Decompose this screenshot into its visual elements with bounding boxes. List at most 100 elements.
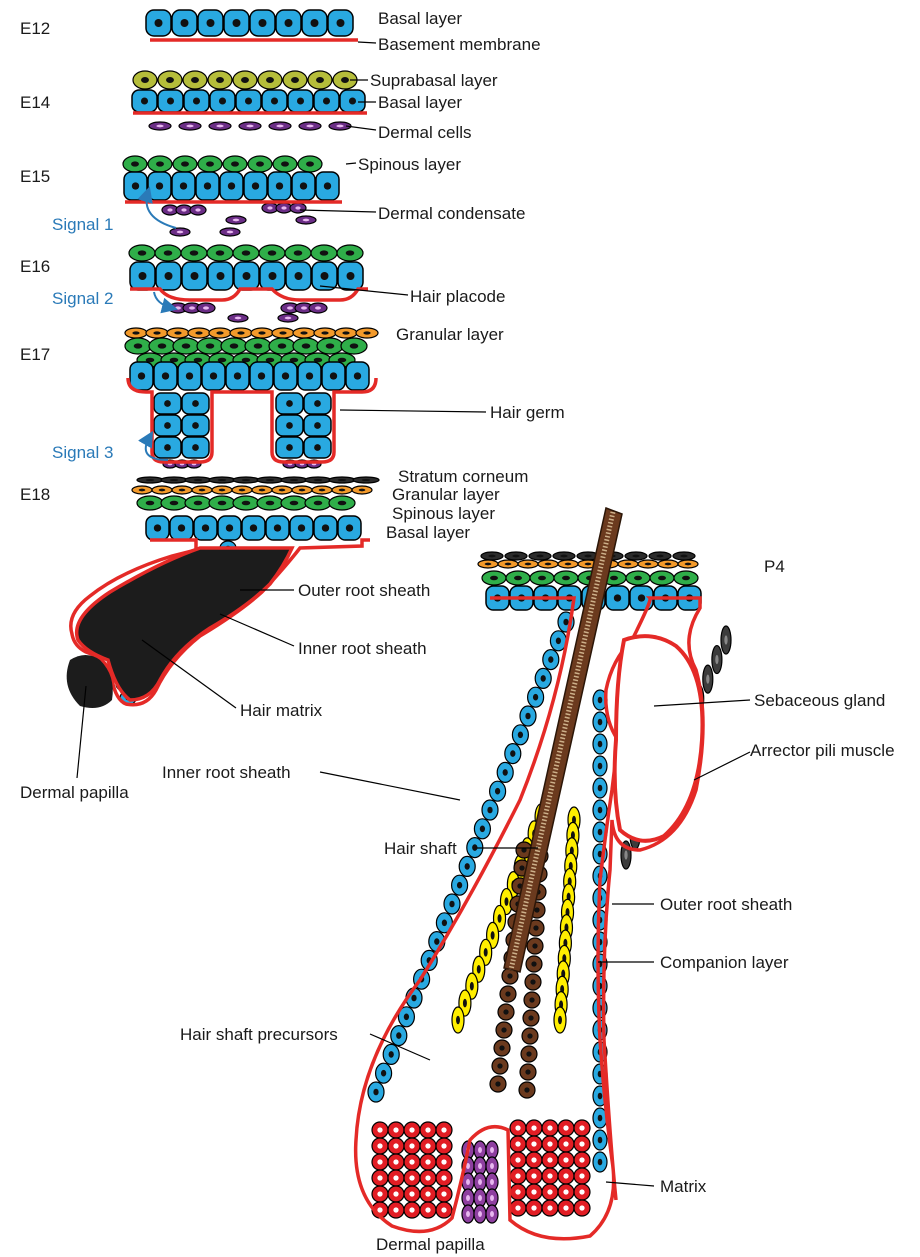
e15-dermal-cell-nucleus [281,206,286,209]
e12-basal-cell-nucleus [155,19,163,27]
label-p4-hair-shaft: Hair shaft [384,839,457,858]
p4-corneum-cell-nucleus [632,555,639,558]
p4-matrix-cell-nucleus [393,1191,398,1196]
label-e18-basal-layer: Basal layer [386,523,470,542]
p4-matrix-cell-nucleus [531,1125,536,1130]
p4-ors-cell-nucleus [598,697,603,704]
e17-spinous-cell-nucleus [158,343,167,348]
e16-dermal-cell-nucleus [287,306,293,309]
label-e15-spinous-layer: Spinous layer [358,155,461,174]
e18-spinous-cell-nucleus [314,501,323,506]
e18-granular-cell-nucleus [359,489,366,492]
e17-basal-cell-nucleus [258,372,265,379]
e14-suprabasal-cell-nucleus [341,77,349,83]
e16-dermal-cell-nucleus [189,306,195,309]
e14-suprabasal-cell-nucleus [191,77,199,83]
p4-irs-cell-nucleus [504,897,508,906]
e18-basal-cell-nucleus [322,524,329,531]
p4-matrix-cell-nucleus [393,1159,398,1164]
e18-spinous-cell-nucleus [338,501,347,506]
p4-corneum-cell-nucleus [512,555,519,558]
e15-dermal-cell-nucleus [177,231,184,234]
e16-spinous-cell-nucleus [294,250,303,255]
e14-suprabasal-cell-nucleus [291,77,299,83]
label-p4-outer-root-sheath: Outer root sheath [660,895,792,914]
p4-matrix-cell-nucleus [441,1191,446,1196]
label-e18-dermal-papilla: Dermal papilla [20,783,129,802]
e15-spinous-cell-nucleus [306,161,314,166]
e16-basal-cell-nucleus [217,272,225,280]
p4-matrix-cell-nucleus [579,1141,584,1146]
p4-precursor-cell-nucleus [526,1051,531,1056]
e14-suprabasal-cell-nucleus [316,77,324,83]
p4-papilla-cell-nucleus [466,1211,470,1217]
label-e18-hair-matrix: Hair matrix [240,701,323,720]
e18-basal-cell-nucleus [274,524,281,531]
e18-spinous-cell-nucleus [242,501,251,506]
e18-spinous-cell-nucleus [266,501,275,506]
p4-matrix-cell-nucleus [377,1191,382,1196]
e17-germ-cell-nucleus [164,400,171,407]
p4-granular-cell-nucleus [685,563,692,566]
e17-basal-cell-nucleus [210,372,217,379]
p4-matrix-cell-nucleus [441,1207,446,1212]
e14-dermal-cell-nucleus [336,125,343,128]
p4-matrix-cell-nucleus [563,1141,568,1146]
e16-basal-cell-nucleus [165,272,173,280]
p4-matrix-cell-nucleus [515,1189,520,1194]
e18-spinous-cell-nucleus [146,501,155,506]
p4-ors-cell-nucleus [518,732,523,739]
e17-basal-cell-nucleus [282,372,289,379]
p4-precursor-cell-nucleus [495,1081,500,1086]
e16-basal-cell-nucleus [243,272,251,280]
p4-precursor-cell-nucleus [525,1069,530,1074]
e17-granular-cell-nucleus [237,331,244,334]
p4-ors-cell-nucleus [411,995,416,1002]
p4-papilla-cell-nucleus [490,1195,494,1201]
e17-germ-cell-nucleus [314,422,321,429]
p4-precursor-cell-nucleus [499,1045,504,1050]
e14-dermal-cell-nucleus [186,125,193,128]
p4-precursor-cell-nucleus [501,1027,506,1032]
p4-ors-cell-nucleus [465,863,470,870]
e17-germ-cell-nucleus [314,400,321,407]
p4-precursor-cell-nucleus [527,1033,532,1038]
e16-basal-cell-nucleus [191,272,199,280]
e18-granular-cell-nucleus [159,489,166,492]
p4-matrix-cell-nucleus [425,1175,430,1180]
p4-ors-cell-nucleus [495,788,500,795]
p4-ors-cell-nucleus [389,1051,394,1058]
e17-germ-cell-nucleus [286,400,293,407]
p4-precursor-cell-nucleus [505,991,510,996]
p4-matrix-cell-nucleus [425,1207,430,1212]
p4-papilla-cell-nucleus [478,1211,482,1217]
p4-papilla-cell-nucleus [490,1147,494,1153]
e17-granular-cell-nucleus [216,331,223,334]
p4-ors-cell-nucleus [598,807,603,814]
p4-precursor-cell-nucleus [532,943,537,948]
e16-spinous-cell-nucleus [320,250,329,255]
p4-matrix-cell-nucleus [531,1157,536,1162]
p4-granular-cell-nucleus [525,563,532,566]
p4-irs-cell-nucleus [491,931,495,940]
p4-ors-cell-nucleus [598,829,603,836]
p4-precursor-cell-nucleus [497,1063,502,1068]
e12-basal-cell-nucleus [233,19,241,27]
p4-papilla-cell-nucleus [490,1179,494,1185]
label-e18-inner-root-sheath: Inner root sheath [298,639,427,658]
e18-corneum-cell-nucleus [266,479,275,481]
e14-basal-cell-nucleus [323,97,330,104]
e17-spinous-cell-nucleus [302,343,311,348]
e16-basal-cell-nucleus [321,272,329,280]
stage-label-e18: E18 [20,485,50,504]
p4-matrix-cell-nucleus [377,1127,382,1132]
p4-precursor-cell-nucleus [507,973,512,978]
e17-granular-cell-nucleus [321,331,328,334]
p4-spinous-cell-nucleus [610,576,618,581]
p4-precursor-cell-nucleus [503,1009,508,1014]
p4-matrix-cell-nucleus [531,1189,536,1194]
e15-spinous-cell-nucleus [256,161,264,166]
p4-corneum-cell-nucleus [680,555,687,558]
label-e17-granular-layer: Granular layer [396,325,504,344]
